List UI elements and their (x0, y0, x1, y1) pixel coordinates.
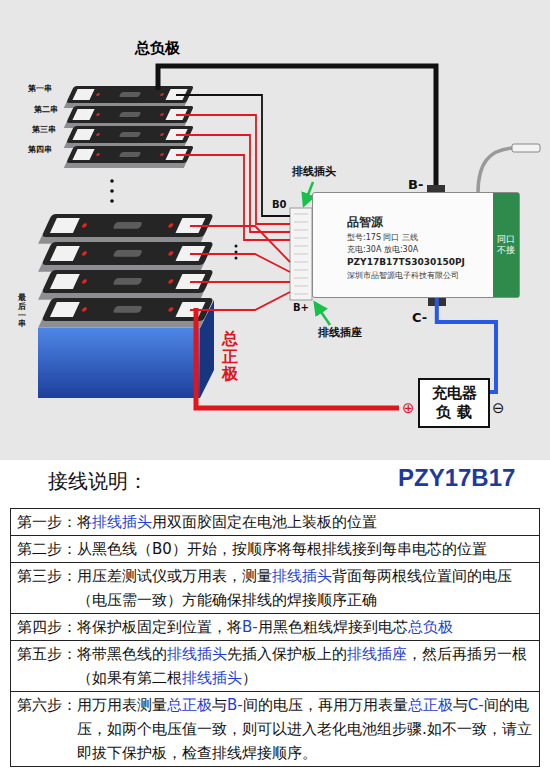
charger-load-box: 充电器负 载 (418, 378, 490, 428)
ellipsis-dot (110, 179, 114, 183)
sense-wire (190, 281, 290, 283)
ellipsis-dot (235, 257, 238, 260)
ellipsis-dot (235, 245, 238, 248)
polarity-symbol: ⊕ (402, 400, 415, 417)
instruction-step: 第六步：用万用表测量总正极与B-间的电压，再用万用表量总正极与C-间的电压，如两… (11, 692, 539, 766)
keyword: 排线插头 (92, 513, 152, 531)
battery-cell (64, 106, 194, 128)
model-spec: 型号:17S 同口 三线 (347, 233, 418, 243)
connector-slots (294, 214, 308, 294)
battery-cell (64, 86, 194, 108)
string-label: 第一串 (28, 84, 52, 93)
keyword: 排线插座 (347, 645, 407, 663)
device-name: 充电器 (432, 384, 477, 404)
ellipsis-dot (110, 199, 114, 203)
negative-wire (158, 66, 436, 188)
keyword: C- (468, 696, 484, 714)
string-label: 最后一串 (18, 294, 26, 329)
brand-name: 品智源 (347, 215, 383, 231)
pointer-arrow (315, 303, 330, 325)
board-label-area: 品智源型号:17S 同口 三线充电:30A 放电:30A PZY17B17TS30… (347, 215, 465, 281)
device-name: 负 载 (436, 403, 471, 423)
sense-wire (190, 254, 290, 272)
instruction-heading: 接线说明： (48, 470, 148, 493)
instruction-step: 第二步：从黑色线（B0）开始，按顺序将每根排线接到每串电芯的位置 (11, 536, 539, 563)
terminal-label: B- (408, 178, 423, 193)
rating-spec: 充电:30A 放电:30A (347, 245, 418, 255)
instruction-step: 第五步：将带黑色线的排线插头先插入保护板上的排线插座，然后再插另一根（如果有第二… (11, 641, 539, 692)
keyword: B- (227, 696, 243, 714)
wire-label: 总正极 (222, 330, 238, 383)
protection-board: 同口不接 品智源型号:17S 同口 三线充电:30A 放电:30A PZY17B17… (312, 192, 520, 298)
battery-cell (64, 126, 194, 148)
model-number: PZY17B17 (398, 464, 515, 492)
string-label: 第三串 (32, 125, 56, 134)
company-name: 深圳市品智源电子科技有限公司 (347, 271, 459, 281)
instruction-step: 第三步：用压差测试仪或万用表，测量排线插头背面每两根线位置间的电压（电压需一致）… (11, 563, 539, 614)
string-label: 第二串 (34, 105, 58, 114)
battery-cell (38, 270, 214, 300)
keyword: 总正极 (167, 696, 212, 714)
string-label: 第四串 (28, 145, 52, 154)
battery-cell (38, 242, 214, 272)
positive-wire (196, 308, 399, 408)
battery-body (38, 328, 200, 398)
sense-wire (176, 155, 290, 240)
keyword: 总负极 (408, 618, 453, 636)
connector-plug (290, 208, 312, 300)
battery-cell (38, 214, 214, 244)
instruction-step: 第四步：将保护板固定到位置，将B-用黑色粗线焊接到电芯总负极 (11, 614, 539, 641)
polarity-symbol: ⊖ (492, 400, 505, 417)
wire-label: 总负极 (135, 40, 180, 57)
sense-wire (176, 115, 290, 224)
ellipsis-dot (235, 251, 238, 254)
ellipsis-dot (110, 189, 114, 193)
battery-cell (64, 146, 194, 168)
pin-label: B+ (293, 302, 309, 314)
serial-number: PZY17B17TS3030150PJ (347, 257, 465, 269)
instruction-step: 第一步：将排线插头用双面胶固定在电池上装板的位置 (11, 509, 539, 536)
sense-wire (190, 292, 290, 310)
keyword: 排线插头 (182, 669, 242, 687)
terminal-label: C- (412, 311, 427, 326)
pin-label: B0 (272, 199, 287, 211)
port-note: 同口不接 (497, 234, 515, 256)
keyword: 总正极 (408, 696, 453, 714)
pcb-edge: 同口不接 (493, 193, 519, 297)
sensor-probe (512, 144, 540, 152)
keyword: B- (242, 618, 258, 636)
photo-ground (0, 0, 550, 460)
sensor-cable (478, 148, 512, 193)
part-label: 排线插头 (292, 166, 336, 179)
keyword: 排线插头 (167, 645, 227, 663)
instruction-table: 第一步：将排线插头用双面胶固定在电池上装板的位置第二步：从黑色线（B0）开始，按… (10, 508, 540, 767)
sense-wire (176, 135, 290, 232)
keyword: 排线插头 (272, 567, 332, 585)
sense-wire (190, 226, 290, 262)
part-label: 排线插座 (318, 327, 362, 340)
battery-cell (38, 298, 214, 328)
